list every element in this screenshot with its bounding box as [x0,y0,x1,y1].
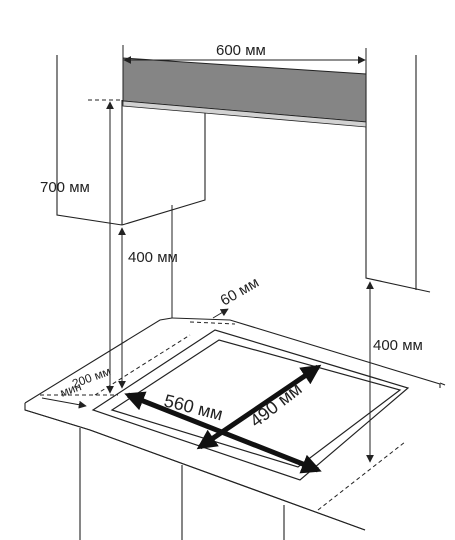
left-upper-cabinet [56,55,206,226]
hob-outline [91,329,410,481]
label-cabinet-clearance: 400 мм [128,249,178,266]
dim-60-arrow [212,308,229,319]
arrow-490 [196,364,322,450]
dashed-guides [40,99,406,511]
label-side-min-suffix: мин [58,379,83,400]
label-hood-height: 700 мм [40,179,90,196]
right-wall-cabinet [365,55,431,293]
label-back-gap: 60 мм [218,274,262,309]
cutout-arrows [124,364,322,474]
dimension-lines [41,45,374,463]
dim-200-arrow [41,397,87,409]
label-hood-width: 600 мм [216,42,266,59]
hood [122,57,367,128]
base-cabinet-legs [79,428,285,540]
label-cutout-depth: 490 мм [246,379,305,432]
label-wall-clearance: 400 мм [373,337,423,354]
